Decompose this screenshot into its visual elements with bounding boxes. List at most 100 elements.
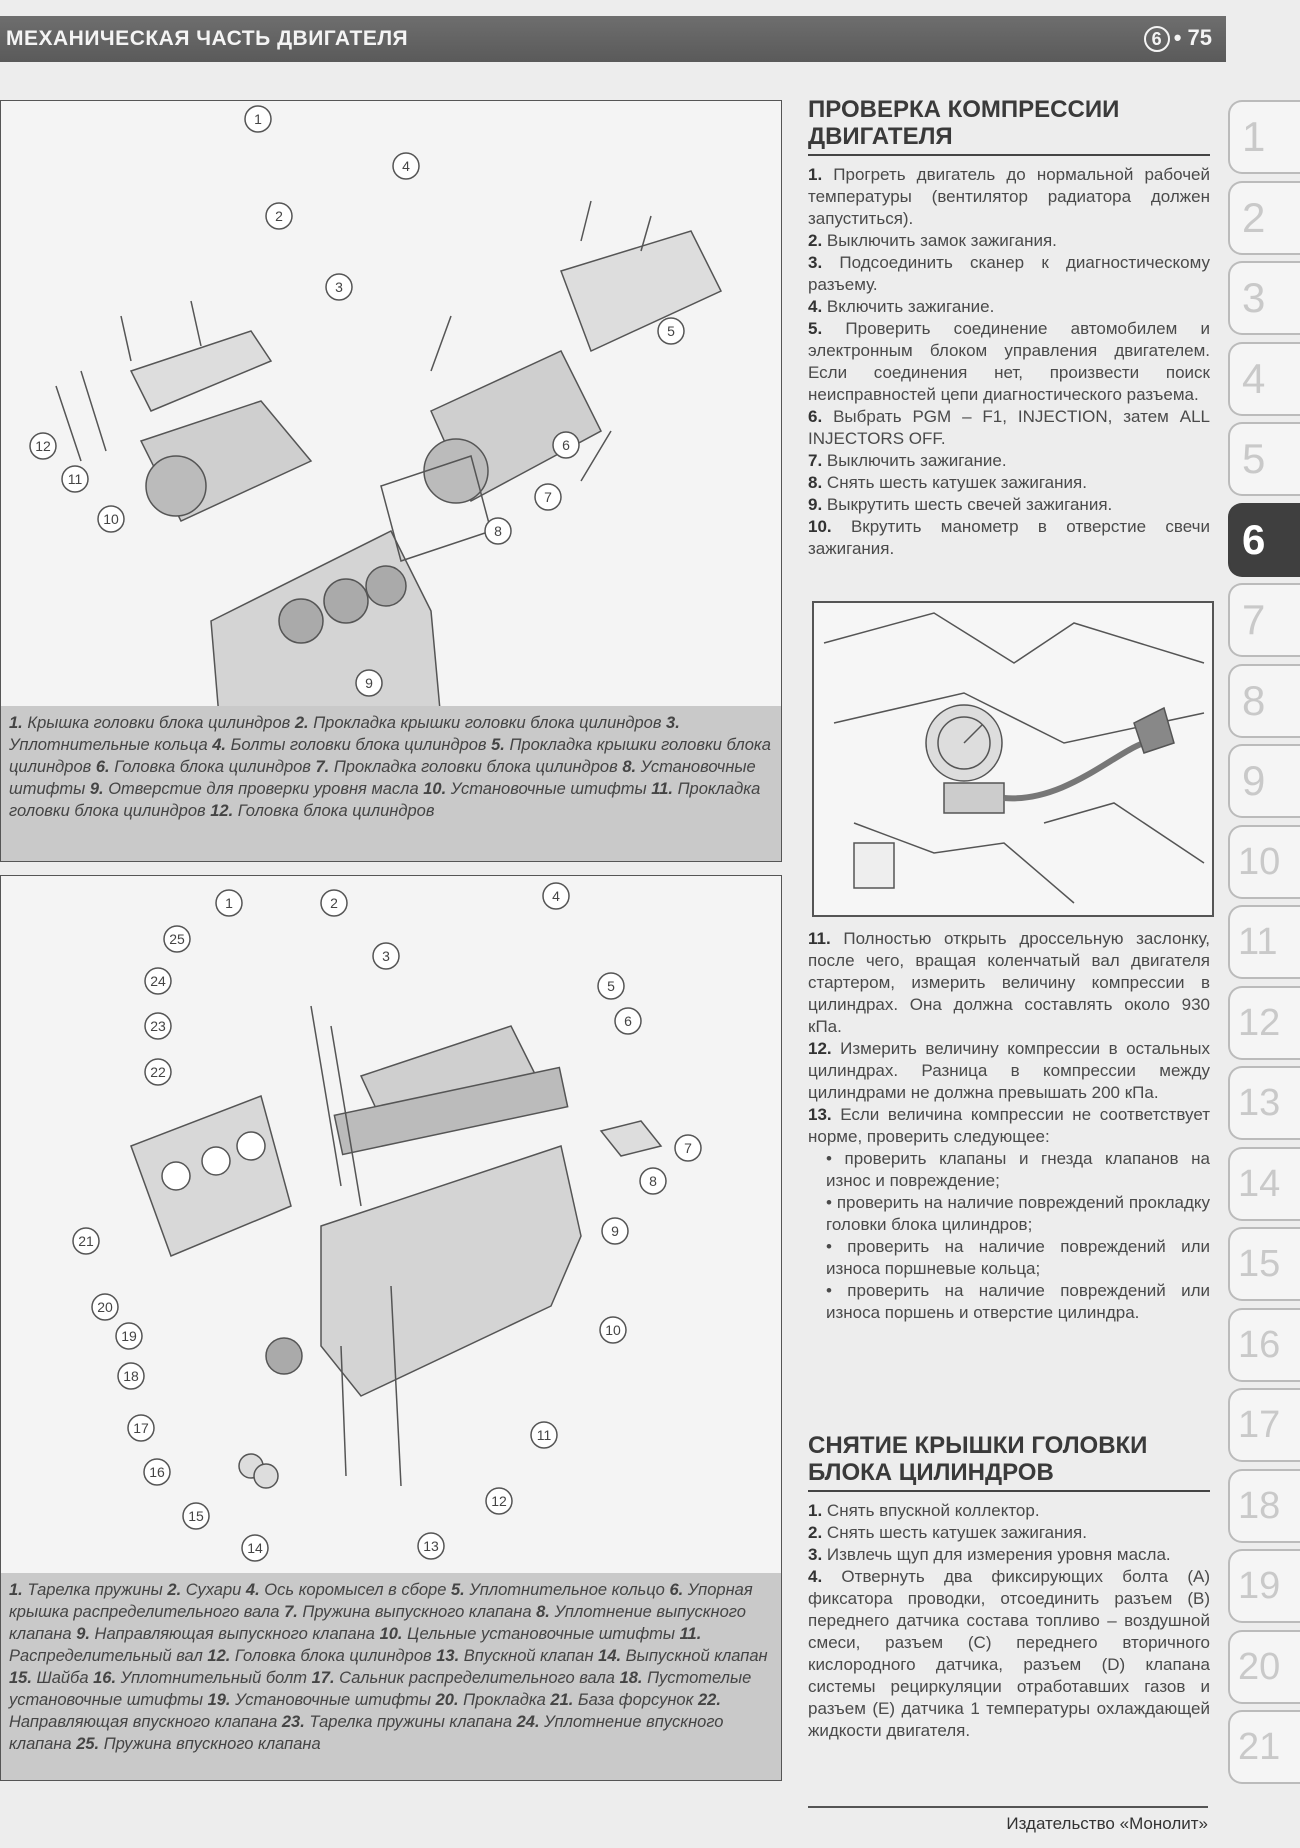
callout-label: 14 — [247, 1540, 263, 1556]
item-number: 10. — [423, 780, 447, 798]
callout-label: 5 — [667, 323, 675, 339]
step-item: 1. Снять впускной коллектор. — [808, 1500, 1210, 1522]
chapter-tab-7[interactable]: 7 — [1228, 583, 1300, 657]
step-item: 5. Проверить соединение автомобилем и эл… — [808, 318, 1210, 406]
item-number: 3. — [666, 714, 680, 732]
item-text: Включить зажигание. — [822, 297, 995, 316]
item-number: 12. — [210, 802, 234, 820]
caption-entry: 14. Выпускной клапан — [598, 1647, 767, 1665]
item-text: Цельные установочные штифты — [402, 1625, 680, 1643]
chapter-tab-14[interactable]: 14 — [1228, 1146, 1300, 1221]
caption-entry: 5. Прокладка крышки головки блока цилинд… — [9, 736, 771, 776]
chapter-tab-18[interactable]: 18 — [1228, 1468, 1300, 1543]
item-number: 5. — [451, 1581, 465, 1599]
callout-circle — [614, 1007, 642, 1035]
item-number: 12. — [808, 1039, 832, 1058]
caption-entry: 3. Уплотнительные кольца — [9, 714, 680, 754]
item-text: Снять впускной коллектор. — [822, 1501, 1040, 1520]
callout-circle — [601, 1217, 629, 1245]
callout-circle — [485, 1487, 513, 1515]
callout-label: 6 — [624, 1013, 632, 1029]
bullet-item: • проверить клапаны и гнезда клапанов на… — [826, 1149, 1210, 1190]
caption-entry: 8. Уплотнение выпускного клапана — [9, 1603, 746, 1643]
chapter-tab-15[interactable]: 15 — [1228, 1227, 1300, 1301]
item-number: 11. — [808, 929, 831, 948]
callout-circle — [639, 1167, 667, 1195]
item-number: 8. — [808, 473, 823, 492]
callout-label: 3 — [335, 279, 343, 295]
callout-label: 12 — [491, 1493, 507, 1509]
bullet-item: • проверить на наличие повреждений или и… — [826, 1237, 1210, 1278]
item-number: 4. — [212, 736, 226, 754]
caption-entry: 20. Прокладка — [436, 1691, 551, 1709]
item-text: Крышка головки блока цилиндров — [22, 714, 295, 732]
item-text: Измерить величину компрессии в остальных… — [808, 1039, 1210, 1102]
callout-circle — [91, 1293, 119, 1321]
item-number: 11. — [651, 780, 673, 798]
item-number: 13. — [436, 1647, 460, 1665]
callout-label: 10 — [103, 511, 119, 527]
item-text: Шайба — [31, 1669, 94, 1687]
caption-entry: 21. База форсунок — [550, 1691, 698, 1709]
chapter-tab-8[interactable]: 8 — [1228, 663, 1300, 738]
callout-circle — [657, 317, 685, 345]
callout-label: 12 — [35, 438, 51, 454]
item-number: 17. — [311, 1669, 335, 1687]
section1-title: ПРОВЕРКА КОМПРЕССИИ ДВИГАТЕЛЯ — [808, 96, 1210, 156]
caption-entry: 7. Пружина выпускного клапана — [284, 1603, 536, 1621]
chapter-tab-12[interactable]: 12 — [1228, 985, 1300, 1060]
callout-circle — [115, 1322, 143, 1350]
item-number: 2. — [808, 1523, 823, 1542]
callout-circle — [241, 1534, 269, 1562]
item-number: 19. — [207, 1691, 231, 1709]
caption-entry: 12. Головка блока цилиндров — [207, 1647, 436, 1665]
chapter-tab-6[interactable]: 6 — [1228, 502, 1300, 577]
item-number: 4. — [245, 1581, 260, 1599]
item-text: Тарелка пружины — [22, 1581, 168, 1599]
callout-circle — [72, 1227, 100, 1255]
item-text: Сальник распределительного вала — [334, 1669, 620, 1687]
chapter-tab-9[interactable]: 9 — [1228, 744, 1300, 818]
caption-entry: 4. Ось коромысел в сборе — [246, 1581, 451, 1599]
step-item: 12. Измерить величину компрессии в остал… — [808, 1038, 1210, 1104]
chapter-tab-20[interactable]: 20 — [1228, 1629, 1300, 1704]
item-number: 4. — [808, 297, 823, 316]
chapter-tab-4[interactable]: 4 — [1228, 341, 1300, 416]
callout-circle — [127, 1414, 155, 1442]
chapter-tab-10[interactable]: 10 — [1228, 824, 1300, 899]
item-text: Прокладка крышки головки блока цилиндров — [308, 714, 667, 732]
item-text: Упорная крышка распределительного вала — [9, 1581, 753, 1621]
item-text: Прокладка — [458, 1691, 551, 1709]
section1-bullets: • проверить клапаны и гнезда клапанов на… — [808, 1148, 1210, 1324]
callout-circle — [244, 105, 272, 133]
caption-entry: 13. Впускной клапан — [436, 1647, 598, 1665]
item-number: 25. — [76, 1735, 100, 1753]
callout-circle — [215, 889, 243, 917]
callout-label: 22 — [150, 1064, 166, 1080]
callout-circle — [484, 517, 512, 545]
step-item: 3. Извлечь щуп для измерения уровня масл… — [808, 1544, 1210, 1566]
caption-entry: 2. Прокладка крышки головки блока цилинд… — [295, 714, 666, 732]
chapter-tab-21[interactable]: 21 — [1228, 1710, 1300, 1784]
chapter-tab-13[interactable]: 13 — [1228, 1066, 1300, 1140]
chapter-tab-19[interactable]: 19 — [1228, 1549, 1300, 1623]
section1-steps-continued: 11. Полностью открыть дроссельную заслон… — [808, 928, 1210, 1148]
chapter-tab-11[interactable]: 11 — [1228, 905, 1300, 979]
item-text: Снять шесть катушек зажигания. — [822, 1523, 1087, 1542]
callout-circle — [163, 925, 191, 953]
caption-entry: 9. Отверстие для проверки уровня масла — [90, 780, 423, 798]
chapter-tab-2[interactable]: 2 — [1228, 180, 1300, 255]
chapter-tab-17[interactable]: 17 — [1228, 1388, 1300, 1462]
page-num: 75 — [1187, 25, 1212, 50]
chapter-tab-3[interactable]: 3 — [1228, 261, 1300, 335]
callout-label: 6 — [562, 437, 570, 453]
callout-circle — [552, 431, 580, 459]
caption-entry: 19. Установочные штифты — [208, 1691, 436, 1709]
chapter-tab-1[interactable]: 1 — [1228, 100, 1300, 174]
callout-label: 9 — [611, 1223, 619, 1239]
chapter-tab-5[interactable]: 5 — [1228, 422, 1300, 496]
chapter-tab-16[interactable]: 16 — [1228, 1307, 1300, 1382]
item-number: 2. — [808, 231, 823, 250]
